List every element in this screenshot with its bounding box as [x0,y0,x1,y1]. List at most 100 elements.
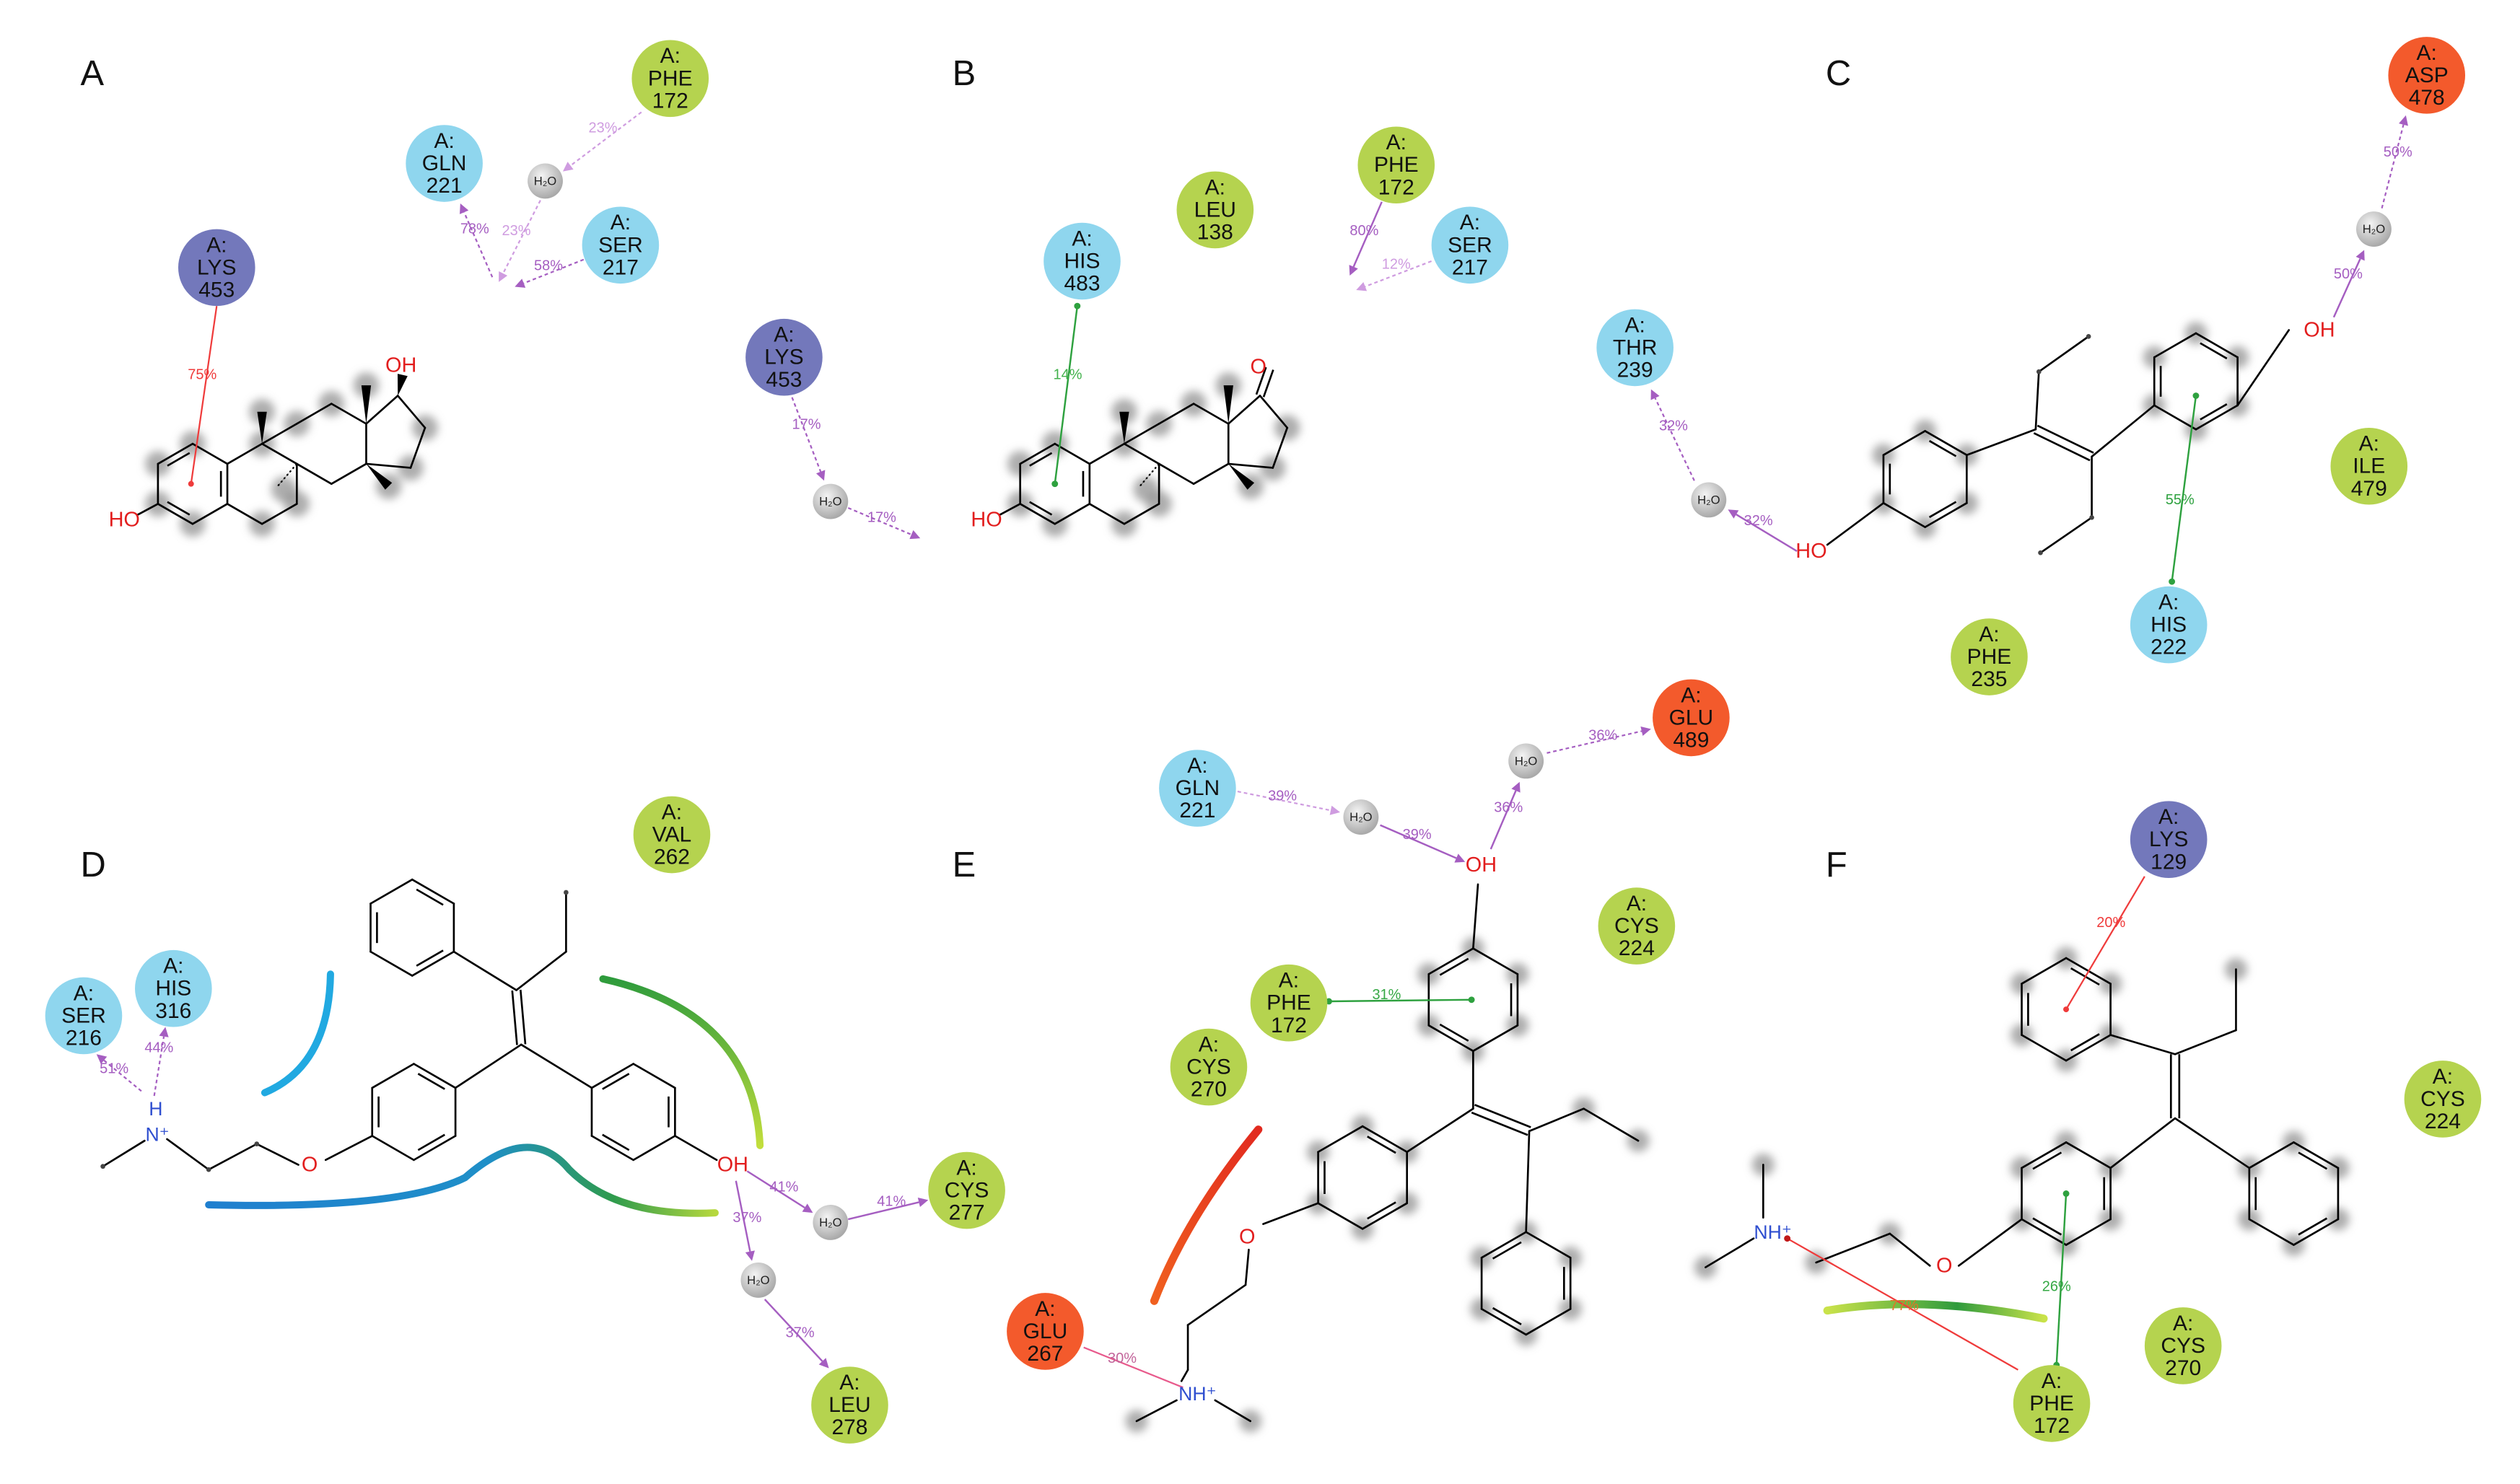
water-label: H₂O [534,174,556,188]
pi-cation-line [2065,876,2145,1010]
residue-chain-label: A: [611,211,631,234]
ligand-bond [396,395,426,429]
hbond-arrowhead [1511,781,1521,793]
hbond-line [1546,730,1642,754]
ligand-atom-label: NH⁺ [1754,1221,1792,1243]
residue-asp-478 [2388,37,2466,114]
atom-dot [2038,550,2043,556]
ligand-bond [1262,1202,1319,1226]
ligand-bond [1123,503,1160,525]
ligand-bond [2153,332,2197,359]
interaction-percent: 58% [534,258,563,274]
ligand-bond [1472,883,1479,950]
ligand-bond [166,1138,210,1171]
hbond-arrowhead [562,162,574,172]
ligand-double-bond [1492,1241,1522,1260]
interaction-percent: 30% [1108,1351,1137,1366]
hbond-line [847,506,912,536]
residue-chain-label: A: [2158,591,2179,615]
ligand-bond [1882,430,1926,457]
ligand-double-bond [2032,1217,2062,1236]
ligand-bond [261,503,298,525]
ligand-bond [590,1063,635,1089]
ligand-bond [632,1135,676,1162]
residue-number-label: 217 [603,255,639,279]
residue-number-label: 267 [1027,1342,1063,1366]
residue-glu-267 [1007,1293,1084,1370]
ligand-bond [520,1043,593,1089]
hbond-arrowhead [1640,726,1651,736]
residue-gln-221 [1159,750,1236,827]
ligand-bonds [100,329,2340,1423]
residue-name-label: VAL [652,823,691,847]
interaction-percent: 77% [1890,1298,1919,1314]
ligand-double-bond [1474,1104,1531,1128]
residue-name-label: GLU [1669,706,1714,729]
ligand-bond [1227,462,1274,469]
ligand-double-bond [2298,1151,2328,1170]
hbond-line [502,200,541,274]
residue-name-label: GLN [1176,776,1220,800]
hbond-line [735,1180,751,1252]
atom-dot [100,1164,105,1169]
water-label: H₂O [2363,222,2385,236]
ligand-bond [2195,404,2239,431]
hbond-line [746,1170,805,1209]
ligand-bond [1123,423,1160,445]
interaction-percent: 36% [1588,727,1617,743]
residue-name-label: CYS [2420,1087,2465,1111]
interaction-percent: 41% [769,1180,798,1195]
ligand-bond [411,950,455,977]
residue-cys-270 [2144,1307,2222,1384]
residue-chain-label: A: [1035,1297,1055,1321]
ligand-bond [1705,1237,1755,1268]
ligand-atom-label: OH [2304,318,2335,341]
residue-number-label: 224 [1619,936,1655,960]
ligand-bond [255,1143,299,1166]
residue-number-label: 217 [1452,255,1488,279]
residue-name-label: LEU [1194,198,1236,221]
ligand-bond [2065,1034,2112,1062]
ligand-bond [330,403,367,425]
ligand-bond [2293,1218,2340,1246]
hbond-line [1654,398,1695,481]
residue-number-label: 277 [949,1201,985,1225]
residue-phe-172 [1250,964,1328,1042]
residue-chain-label: A: [956,1156,976,1180]
ligand-bond [1406,1107,1474,1154]
ligand-bond [1815,1232,1891,1264]
ligand-double-bond [1439,1023,1469,1042]
ligand-bond [191,442,229,465]
receptor-surface-curve [205,1143,719,1217]
ligand-bond [413,1135,457,1162]
ligand-double-bond [2033,432,2091,462]
pi-stack-line [1054,306,1079,484]
residue-number-label: 278 [831,1415,867,1439]
ligand-hashed-bond [276,463,298,487]
residue-chain-label: A: [662,800,682,824]
residue-name-label: LYS [197,255,236,279]
hbond-arrowhead [1650,389,1660,400]
residue-name-label: CYS [1186,1055,1231,1079]
ligand-bond [2065,1218,2112,1246]
ligand-double-bond [1029,452,1053,467]
residue-number-label: 129 [2151,850,2187,874]
residue-ser-217 [1431,206,1509,284]
ligand-atom-label: N⁺ [145,1123,169,1145]
hbond-line [1352,201,1383,268]
residue-number-label: 222 [2151,636,2187,659]
residue-cys-224 [2404,1061,2482,1138]
panel-label: B [953,54,976,93]
ligand-atom-label: NH⁺ [1178,1383,1217,1405]
ligand-bond [157,503,194,525]
residue-cys-224 [1598,887,1676,965]
hbond-line [1237,790,1331,812]
ligand-bond [2091,404,2156,458]
ligand-bond [1180,1369,1189,1382]
ligand-bond [261,442,298,465]
residue-phe-172 [1357,126,1435,204]
ligand-bond [1528,1107,1585,1133]
residue-number-label: 478 [2409,86,2445,110]
ligand-double-bond [1255,366,1267,395]
ligand-bond [1826,501,1885,546]
